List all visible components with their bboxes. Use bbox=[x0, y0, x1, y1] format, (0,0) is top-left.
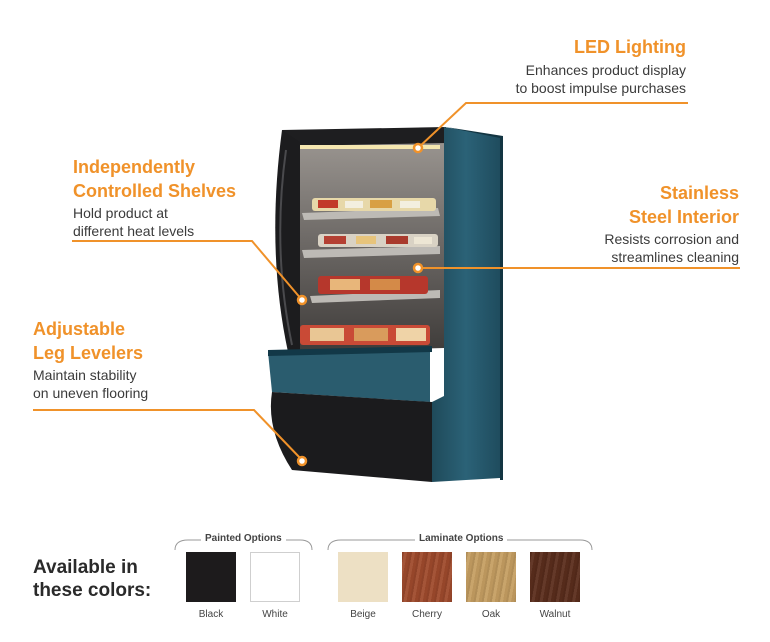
shelves-desc-2: different heat levels bbox=[73, 223, 195, 239]
led-lighting-title: LED Lighting bbox=[574, 37, 686, 57]
display-case-illustration bbox=[33, 102, 740, 482]
swatch-white[interactable] bbox=[250, 552, 300, 602]
led-lighting-desc-1: Enhances product display bbox=[525, 62, 686, 78]
legs-title-2: Leg Levelers bbox=[33, 343, 144, 363]
colors-heading-line-2: these colors: bbox=[33, 580, 152, 601]
swatch-label-white: White bbox=[262, 609, 288, 620]
swatch-label-walnut: Walnut bbox=[539, 609, 571, 620]
legs-desc-1: Maintain stability bbox=[33, 367, 137, 383]
swatch-label-oak: Oak bbox=[481, 609, 501, 620]
steel-title-1: Stainless bbox=[659, 183, 739, 203]
led-strip bbox=[300, 145, 440, 149]
led-lighting-desc-2: to boost impulse purchases bbox=[515, 80, 686, 96]
steel-desc-2: streamlines cleaning bbox=[611, 249, 739, 265]
shelves-desc-1: Hold product at bbox=[73, 205, 168, 221]
colors-heading: Available in these colors: bbox=[33, 556, 151, 602]
front-band bbox=[268, 348, 430, 402]
swatch-label-cherry: Cherry bbox=[411, 609, 442, 620]
painted-options-label: Painted Options bbox=[201, 533, 286, 544]
steel-title-2: Steel Interior bbox=[628, 207, 739, 227]
swatch-label-black: Black bbox=[198, 609, 224, 620]
callout-dots bbox=[296, 142, 424, 467]
legs-desc-2: on uneven flooring bbox=[33, 385, 149, 401]
shelves-title-1: Independently bbox=[73, 157, 196, 177]
swatch-black[interactable] bbox=[186, 552, 236, 602]
colors-heading-line-1: Available in bbox=[33, 557, 138, 578]
steel-desc-1: Resists corrosion and bbox=[604, 231, 739, 247]
swatch-label-beige: Beige bbox=[350, 609, 376, 620]
swatch-oak[interactable] bbox=[466, 552, 516, 602]
swatch-walnut[interactable] bbox=[530, 552, 580, 602]
case-canopy bbox=[282, 127, 446, 146]
glass-edge bbox=[279, 149, 293, 346]
callout-lines bbox=[33, 102, 740, 461]
legs-title-1: Adjustable bbox=[33, 319, 126, 339]
food-products bbox=[300, 198, 438, 345]
swatch-cherry[interactable] bbox=[402, 552, 452, 602]
shelves-title-2: Controlled Shelves bbox=[73, 181, 237, 201]
swatch-beige[interactable] bbox=[338, 552, 388, 602]
side-panel bbox=[432, 127, 500, 482]
base-cabinet bbox=[270, 392, 432, 482]
laminate-options-label: Laminate Options bbox=[415, 533, 508, 544]
